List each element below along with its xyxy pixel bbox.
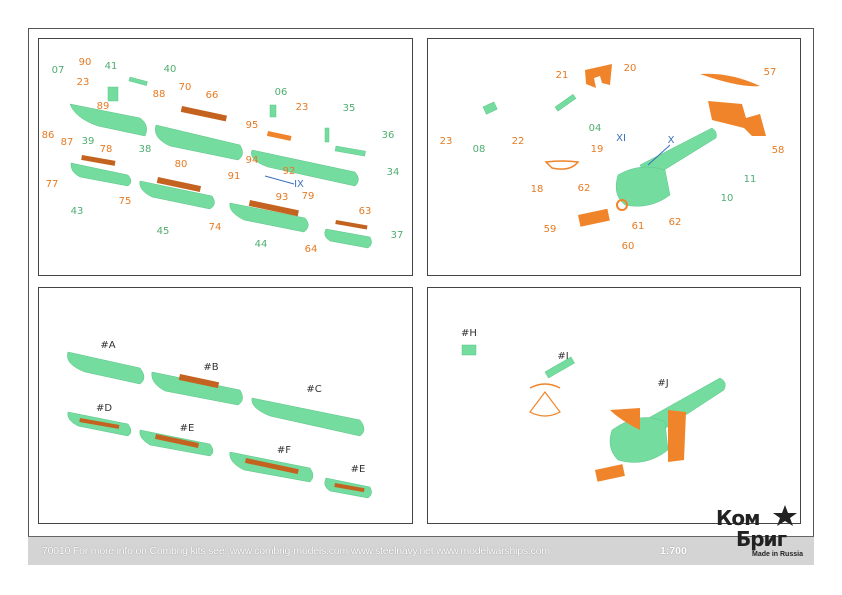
part-label: 07 (51, 65, 65, 76)
part-label: 20 (623, 63, 637, 74)
logo-star (773, 505, 797, 526)
part-label: 86 (41, 130, 55, 141)
part-label: 45 (156, 226, 170, 237)
part-label: 95 (245, 120, 259, 131)
part-label: 43 (70, 206, 84, 217)
part-label: 79 (301, 191, 315, 202)
part-label: X (667, 135, 675, 146)
gun-barrel-11 (639, 127, 717, 181)
part-label: 80 (174, 159, 188, 170)
part-label: 66 (205, 90, 219, 101)
part-label: IX (294, 179, 304, 190)
part-label: XI (616, 133, 626, 144)
part-label: 44 (254, 239, 268, 250)
part-label: 59 (543, 224, 557, 235)
part-label: 90 (78, 57, 92, 68)
logo-line2: Бриг (736, 527, 787, 551)
part-label: 23 (76, 77, 90, 88)
footer-info-text: 70010 For more info on Combrig kits see:… (42, 545, 550, 557)
assembly-label: #B (203, 362, 219, 373)
assembly-label: #I (557, 351, 569, 362)
boat-37 (324, 228, 372, 249)
part-label: 21 (555, 70, 569, 81)
part-label: 78 (99, 144, 113, 155)
part-label: 22 (511, 136, 525, 147)
part-label: 23 (295, 102, 309, 113)
part-label: 40 (163, 64, 177, 75)
part-label: 87 (60, 137, 74, 148)
logo-line1: Ком (716, 506, 760, 530)
gun-carriage-10 (615, 166, 671, 207)
assembly-label: #E (179, 423, 195, 434)
part-label: 62 (577, 183, 591, 194)
footer-bar: 70010 For more info on Combrig kits see:… (28, 536, 814, 565)
part-label: 62 (668, 217, 682, 228)
boat-43 (70, 162, 132, 187)
scale-text: 1:700 (660, 545, 687, 557)
part-label: 60 (621, 241, 635, 252)
made-in-russia: Made in Russia (752, 551, 803, 558)
part-label: 39 (81, 136, 95, 147)
part-label: 91 (227, 171, 241, 182)
panel-gun-exploded (427, 38, 801, 276)
part-label: 10 (720, 193, 734, 204)
panel-gun-assembled (427, 287, 801, 524)
part-label: 74 (208, 222, 222, 233)
part-label: 37 (390, 230, 404, 241)
part-label: 35 (342, 103, 356, 114)
assembly-label: #J (657, 378, 669, 389)
part-label: 36 (381, 130, 395, 141)
part-label: 70 (178, 82, 192, 93)
assembly-label: #A (100, 340, 116, 351)
part-label: 94 (245, 155, 259, 166)
boat-45 (139, 180, 215, 210)
part-label: 06 (274, 87, 288, 98)
boat-38 (155, 124, 243, 161)
part-label: 64 (304, 244, 318, 255)
part-label: 08 (472, 144, 486, 155)
assembly-label: #F (276, 445, 292, 456)
part-label: 04 (588, 123, 602, 134)
assembly-label: #E (350, 464, 366, 475)
part-label: 75 (118, 196, 132, 207)
part-label: 38 (138, 144, 152, 155)
part-label: 23 (439, 136, 453, 147)
assembly-label: #H (461, 328, 477, 339)
part-label: 89 (96, 101, 110, 112)
assembly-label: #C (306, 384, 322, 395)
boat-34 (251, 149, 359, 187)
part-label: 19 (590, 144, 604, 155)
part-label: 88 (152, 89, 166, 100)
boat-39 (69, 103, 147, 137)
part-label: 77 (45, 179, 59, 190)
part-label: 34 (386, 167, 400, 178)
part-label: 41 (104, 61, 118, 72)
boat-44 (229, 202, 309, 233)
part-label: 93 (275, 192, 289, 203)
combrig-logo: Ком Бриг Made in Russia (712, 504, 812, 562)
part-label: 58 (771, 145, 785, 156)
part-label: 18 (530, 184, 544, 195)
part-label: 57 (763, 67, 777, 78)
part-label: 92 (282, 166, 296, 177)
assembly-label: #D (95, 403, 113, 414)
part-label: 63 (358, 206, 372, 217)
part-label: 61 (631, 221, 645, 232)
part-label: 11 (743, 174, 757, 185)
